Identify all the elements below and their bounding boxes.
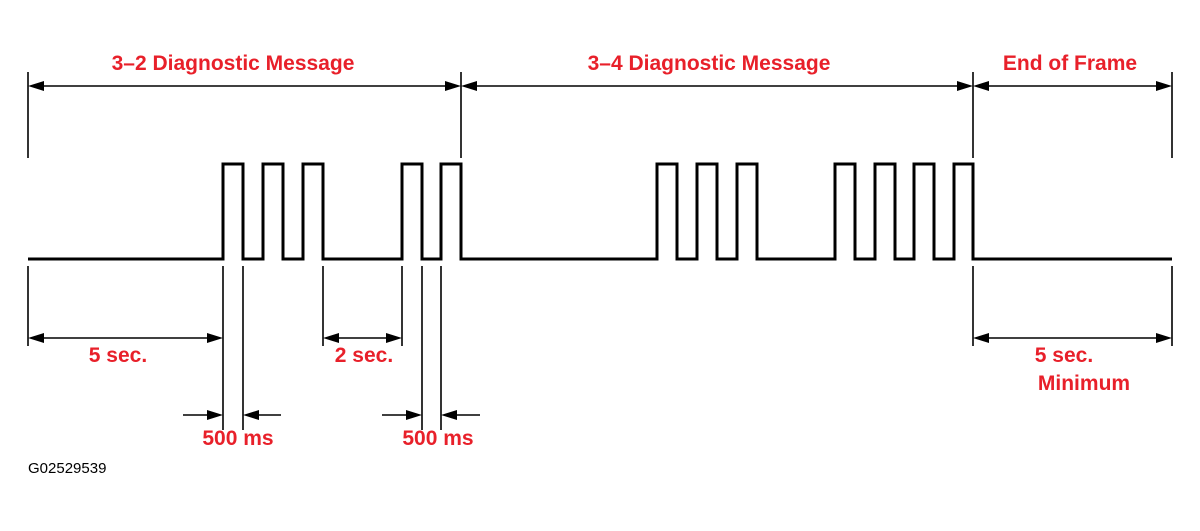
end-label-5s: 5 sec. bbox=[1035, 344, 1093, 367]
pause-arrow-5s bbox=[28, 333, 223, 343]
section-label-3-4: 3–4 Diagnostic Message bbox=[588, 52, 831, 75]
timing-extension-lines bbox=[27, 266, 1173, 430]
section-label-3-2: 3–2 Diagnostic Message bbox=[112, 52, 355, 75]
pause-label-2s: 2 sec. bbox=[335, 344, 393, 367]
pulse-width-arrows-2 bbox=[382, 410, 480, 420]
section-arrow-1 bbox=[28, 81, 461, 91]
signal-waveform bbox=[28, 162, 1172, 261]
pulse-width-arrows-1 bbox=[183, 410, 281, 420]
end-label-minimum: Minimum bbox=[1038, 372, 1130, 395]
pulse-width-label-2: 500 ms bbox=[402, 427, 473, 450]
section-boundaries bbox=[27, 72, 1173, 158]
end-arrow-5s bbox=[973, 333, 1172, 343]
pause-arrow-2s bbox=[323, 333, 402, 343]
pause-label-5s: 5 sec. bbox=[89, 344, 147, 367]
pulse-width-label-1: 500 ms bbox=[202, 427, 273, 450]
figure-id: G02529539 bbox=[28, 460, 106, 477]
section-label-end-of-frame: End of Frame bbox=[1003, 52, 1137, 75]
section-arrow-3 bbox=[973, 81, 1172, 91]
section-arrow-2 bbox=[461, 81, 973, 91]
